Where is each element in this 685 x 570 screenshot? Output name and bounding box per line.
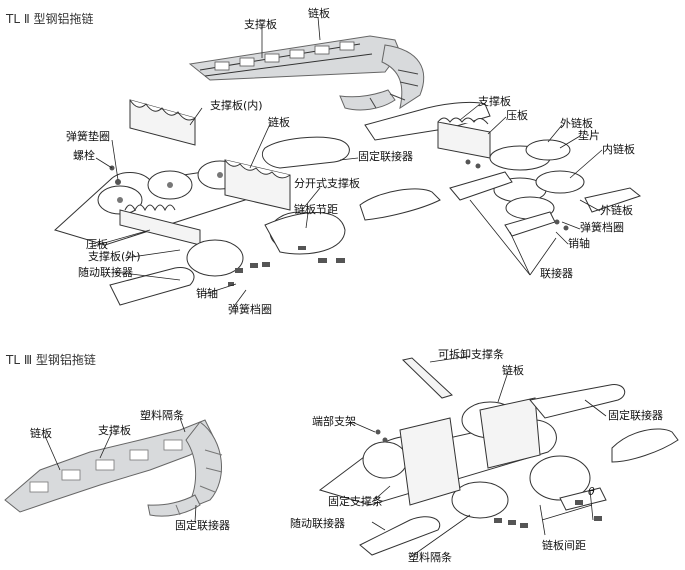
label-support-plate-r: 支撑板 [478,95,511,108]
label-support-plate-l: 支撑板 [98,424,131,437]
section-title-tl3: TL Ⅲ 型钢铝拖链 [6,353,96,367]
tl3-exploded-assembly [318,357,679,556]
label-chain-plate-mid: 链板 [268,116,290,129]
tl2-right-exploded [364,101,642,237]
label-spring-retainer-r: 弹簧档圈 [580,221,624,234]
label-pin-shaft-1: 销轴 [196,287,218,300]
label-chain-plate-l: 链板 [30,427,52,440]
label-spring-retainer-1: 弹簧档圈 [228,303,272,316]
label-outer-chain-plate-2: 外链板 [600,204,633,217]
label-moving-connector-1: 随动联接器 [78,266,133,279]
label-fixed-connector-l: 固定联接器 [175,519,230,532]
label-support-plate-top: 支撑板 [244,18,277,31]
label-plastic-spacer-r: 塑料隔条 [408,551,452,564]
label-press-plate-r: 压板 [506,109,528,122]
label-fixed-connector-1: 固定联接器 [358,150,413,163]
label-press-plate-1: 压板 [86,238,108,251]
label-pin-shaft-r: 销轴 [568,237,590,250]
leader-lines [44,16,607,557]
label-chain-pitch: 链板节距 [294,203,338,216]
label-support-plate-inner: 支撑板(内) [210,99,263,112]
label-pitch: 链板间距 [542,539,586,552]
label-spring-washer: 弹簧垫圈 [66,130,110,143]
label-fixed-connector-r2: 固定联接器 [608,409,663,422]
label-removable-bar: 可拆卸支撑条 [438,348,504,361]
label-chain-plate-top: 链板 [308,7,330,20]
label-plastic-spacer-l: 塑料隔条 [140,409,184,422]
label-moving-connector-r2: 随动联接器 [290,517,345,530]
label-bolt: 螺栓 [73,149,95,162]
label-angle: θ [588,485,595,498]
label-fixed-support-bar: 固定支撑条 [328,495,383,508]
label-spacer: 垫片 [578,129,600,142]
label-connector-r: 联接器 [540,267,573,280]
tl2-exploded-assembly [54,99,441,306]
section-title-tl2: TL Ⅱ 型钢铝拖链 [6,12,94,26]
label-end-bracket: 端部支架 [312,415,356,428]
tl3-chain-photo [4,419,223,517]
label-chain-plate-r2: 链板 [502,364,524,377]
top-chain-illustration [188,35,425,111]
label-inner-chain-plate: 内链板 [602,143,635,156]
label-support-plate-outer: 支撑板(外) [88,250,141,263]
label-outer-chain-plate-1: 外链板 [560,117,593,130]
label-split-support: 分开式支撑板 [294,177,360,190]
